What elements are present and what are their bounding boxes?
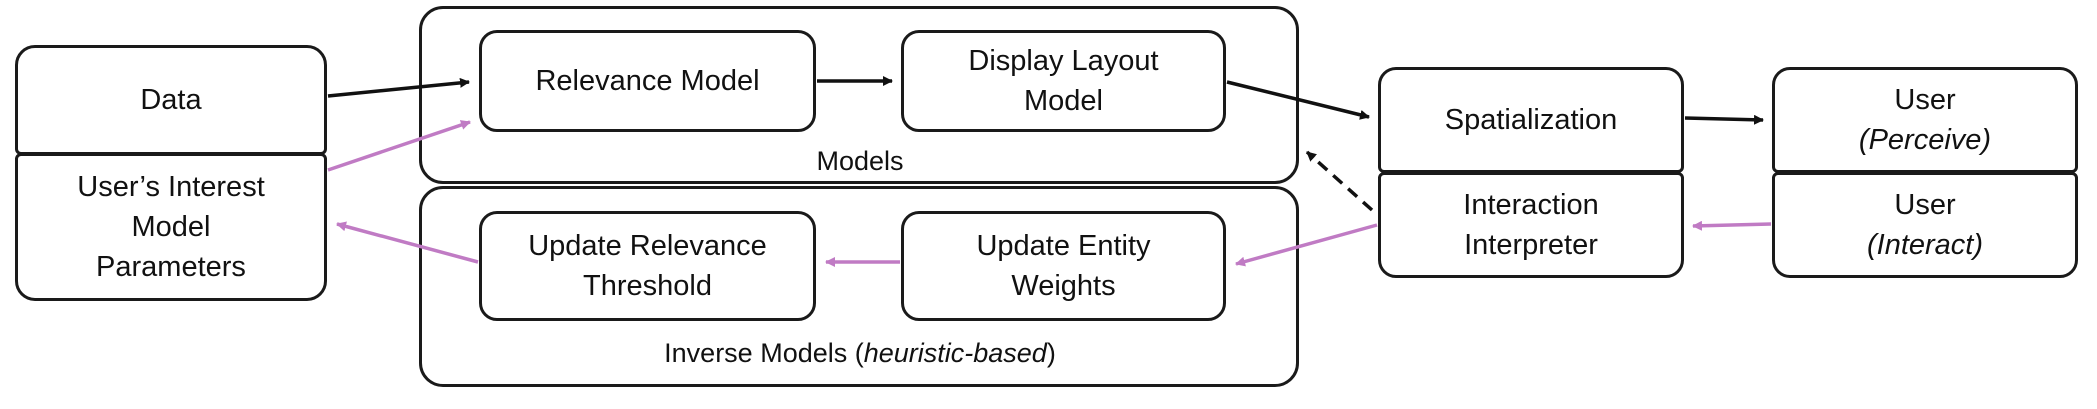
update-threshold-label-line2: Threshold	[583, 270, 712, 302]
relevance-model-node: Relevance Model	[479, 30, 816, 132]
spatialization-node: Spatialization	[1378, 67, 1684, 173]
arrow-interpreter-to-models-dashed	[1305, 150, 1374, 212]
update-entity-weights-node: Update Entity Weights	[901, 211, 1226, 321]
users-interest-model-parameters-node: User’s Interest Model Parameters	[15, 153, 327, 301]
user-interact-label-line1: User	[1894, 188, 1956, 221]
display-layout-model-node: Display Layout Model	[901, 30, 1226, 132]
arrow-spatialization-to-user-perceive	[1684, 114, 1764, 125]
user-interact-label-line2: (Interact)	[1866, 229, 1984, 261]
interest-label-line2: Model	[131, 210, 211, 243]
arrow-threshold-to-interest	[336, 221, 479, 264]
user-perceive-node: User (Perceive)	[1772, 67, 2078, 173]
user-interact-node: User (Interact)	[1772, 172, 2078, 278]
interest-label-line1: User’s Interest	[77, 170, 265, 203]
arrow-interest-to-relevance	[327, 120, 471, 172]
arrow-user-interact-to-interpreter	[1692, 220, 1772, 231]
update-relevance-threshold-node: Update Relevance Threshold	[479, 211, 816, 321]
user-perceive-label-line2: (Perceive)	[1858, 124, 1992, 156]
inverse-models-group-label: Inverse Models (heuristic-based)	[560, 338, 1160, 369]
inverse-label-suffix: )	[1046, 338, 1056, 368]
arrow-interpreter-to-update-weights	[1235, 223, 1378, 267]
relevance-model-label: Relevance Model	[535, 64, 760, 97]
interaction-label-line1: Interaction	[1463, 188, 1599, 221]
interaction-interpreter-node: Interaction Interpreter	[1378, 172, 1684, 278]
spatialization-label: Spatialization	[1444, 103, 1618, 136]
arrow-data-to-relevance	[327, 77, 470, 98]
update-weights-label-line1: Update Entity	[976, 229, 1151, 262]
display-layout-label-line1: Display Layout	[968, 44, 1159, 77]
inverse-label-prefix: Inverse Models (	[664, 338, 864, 368]
display-layout-label-line2: Model	[1024, 85, 1103, 117]
interaction-label-line2: Interpreter	[1464, 229, 1598, 261]
models-group-label: Models	[816, 146, 904, 176]
update-weights-label-line2: Weights	[1011, 270, 1116, 302]
inverse-label-italic: heuristic-based	[863, 338, 1047, 368]
update-threshold-label-line1: Update Relevance	[528, 229, 767, 262]
user-perceive-label-line1: User	[1894, 83, 1956, 116]
interest-label-line3: Parameters	[96, 251, 246, 283]
data-node-label: Data	[140, 83, 202, 116]
arrow-display-to-spatialization	[1226, 80, 1370, 120]
